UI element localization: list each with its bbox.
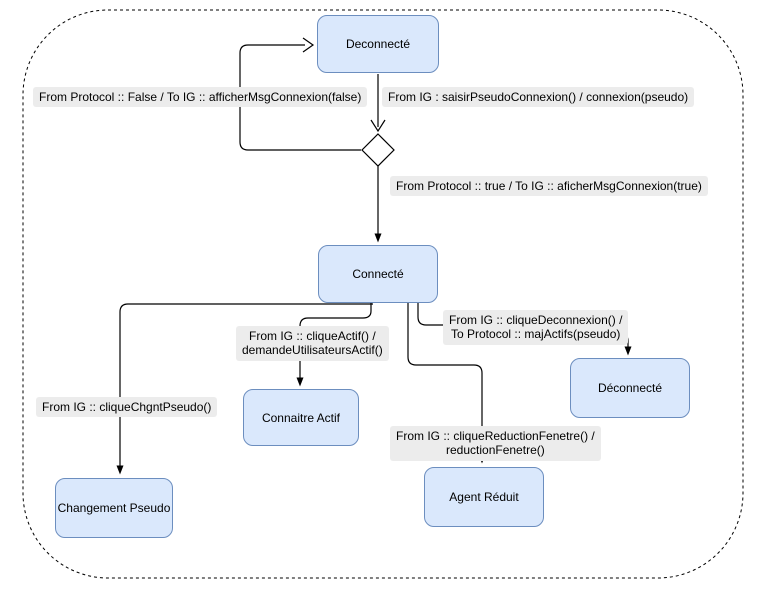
state-connaitre-actif: Connaitre Actif bbox=[243, 389, 359, 446]
open-arrowhead-deconnecte bbox=[302, 37, 315, 53]
state-agent-reduit: Agent Réduit bbox=[424, 467, 544, 527]
transition-label-clique-deconnexion: From IG :: cliqueDeconnexion() / To Prot… bbox=[443, 310, 629, 345]
diagram-boundary bbox=[22, 9, 744, 579]
edge-connecte-to-changement bbox=[116, 303, 373, 475]
transition-label-protocol-true: From Protocol :: true / To IG :: aficher… bbox=[390, 176, 708, 197]
transition-label-saisir-pseudo: From IG : saisirPseudoConnexion() / conn… bbox=[382, 87, 695, 108]
decision-diamond bbox=[361, 133, 395, 167]
edge-connecte-to-connaitre bbox=[296, 303, 372, 387]
state-changement-pseudo: Changement Pseudo bbox=[55, 478, 173, 538]
transition-label-clique-chgnt-pseudo: From IG :: cliqueChgntPseudo() bbox=[36, 397, 218, 418]
transition-label-clique-reduction: From IG :: cliqueReductionFenetre() / re… bbox=[390, 426, 601, 461]
edge-connecte-to-agent bbox=[407, 303, 486, 464]
state-connecte: Connecté bbox=[318, 245, 438, 303]
state-deconnecte-final: Déconnecté bbox=[570, 358, 690, 418]
transition-label-clique-actif: From IG :: cliqueActif() / demandeUtilis… bbox=[236, 326, 389, 361]
state-deconnecte-top: Deconnecté bbox=[317, 15, 439, 73]
transition-label-protocol-false: From Protocol :: False / To IG :: affich… bbox=[33, 87, 368, 108]
open-arrowhead-decision bbox=[370, 119, 386, 133]
